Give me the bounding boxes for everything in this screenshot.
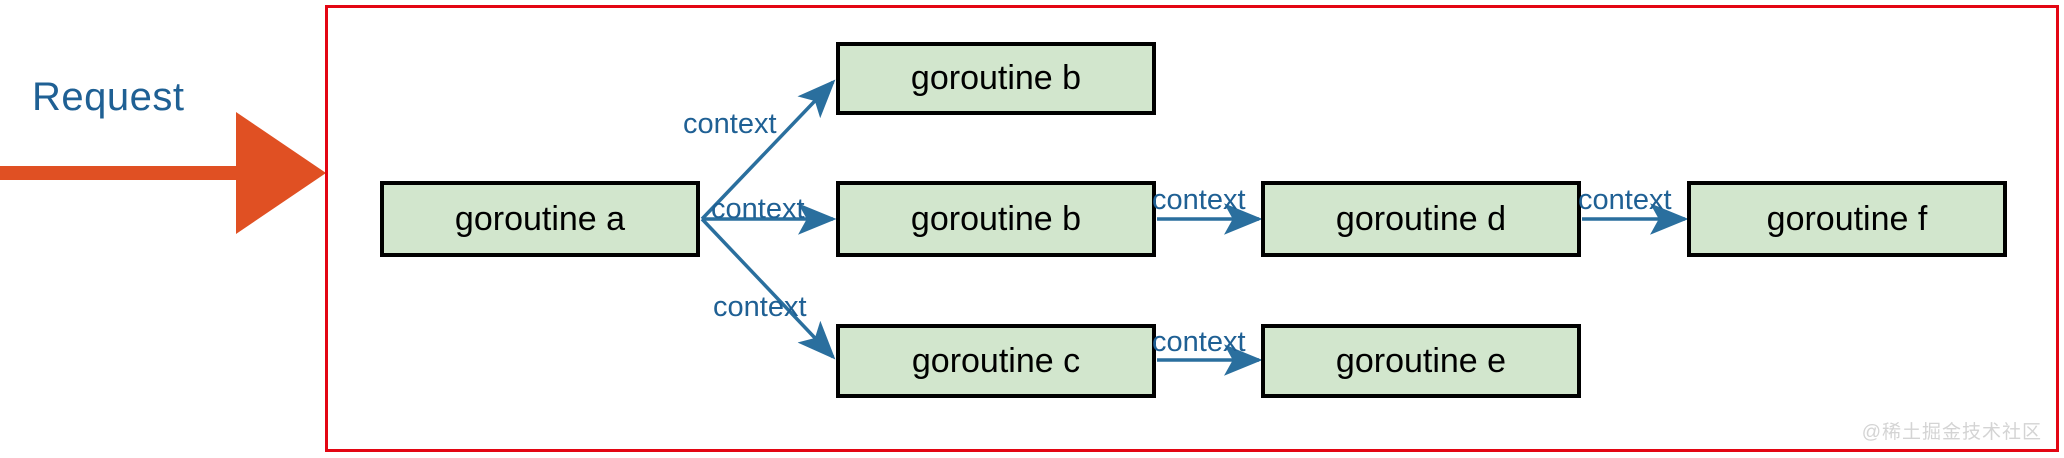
node-label: goroutine f: [1766, 199, 1928, 238]
node-goroutine-f[interactable]: goroutine f: [1687, 181, 2007, 257]
request-label: Request: [32, 75, 185, 119]
edge-label-a-c: context: [713, 291, 807, 323]
node-label: goroutine e: [1335, 341, 1507, 380]
edge-label-d-f: context: [1578, 184, 1672, 216]
edge-label-b-d: context: [1152, 184, 1246, 216]
node-label: goroutine d: [1335, 199, 1507, 238]
node-goroutine-e[interactable]: goroutine e: [1261, 324, 1581, 398]
node-label: goroutine b: [910, 59, 1082, 97]
watermark: @稀土掘金技术社区: [1861, 422, 2042, 443]
node-label: goroutine c: [911, 341, 1081, 380]
node-label: goroutine b: [910, 199, 1082, 238]
node-goroutine-b-top[interactable]: goroutine b: [836, 42, 1156, 115]
edge-label-a-b-top: context: [683, 108, 777, 140]
diagram-frame: [325, 5, 2059, 452]
node-goroutine-c[interactable]: goroutine c: [836, 324, 1156, 398]
node-goroutine-a[interactable]: goroutine a: [380, 181, 700, 257]
node-goroutine-b-middle[interactable]: goroutine b: [836, 181, 1156, 257]
node-label: goroutine a: [454, 199, 626, 238]
node-goroutine-d[interactable]: goroutine d: [1261, 181, 1581, 257]
edge-label-a-b-middle: context: [711, 193, 805, 225]
edge-label-c-e: context: [1152, 326, 1246, 358]
request-arrow-icon: [0, 112, 326, 234]
